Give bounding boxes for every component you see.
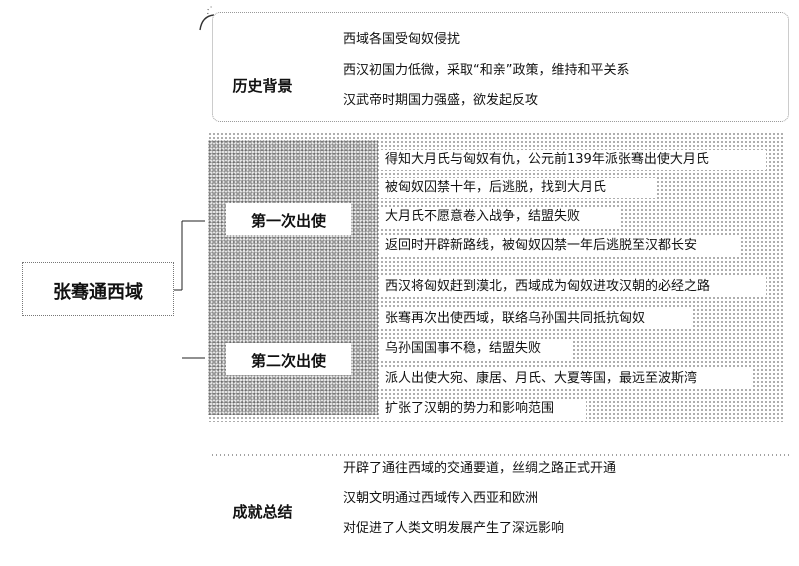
second-mission-item: 西汉将匈奴赶到漠北，西域成为匈奴进攻汉朝的必经之路: [385, 279, 711, 294]
root-label: 张骞通西域: [53, 282, 143, 303]
first-mission-item: 返回时开辟新路线，被匈奴囚禁一年后逃脱至汉都长安: [385, 238, 698, 253]
achievement-item: 汉朝文明通过西域传入西亚和欧洲: [343, 491, 539, 506]
text-highlight: [381, 150, 766, 170]
branch-label-box: [226, 343, 351, 375]
second-mission-item: 张骞再次出使西域，联络乌孙国共同抵抗匈奴: [385, 311, 646, 326]
first-mission-item: 得知大月氏与匈奴有仇，公元前139年派张骞出使大月氏: [385, 152, 709, 167]
text-highlight: [381, 339, 571, 359]
achievement-item: 开辟了通往西域的交通要道，丝绸之路正式开通: [343, 461, 617, 476]
background-item: 西域各国受匈奴侵扰: [343, 32, 461, 47]
text-highlight: [381, 236, 741, 256]
branch-label-background: 历史背景: [232, 77, 293, 95]
first-mission-item: 被匈奴囚禁十年，后逃脱，找到大月氏: [385, 180, 607, 195]
second-mission-item: 扩张了汉朝的势力和影响范围: [385, 401, 555, 416]
text-highlight: [381, 399, 586, 419]
text-highlight: [381, 309, 691, 329]
text-highlight: [381, 178, 656, 198]
background-item: 西汉初国力低微，采取“和亲”政策，维持和平关系: [343, 63, 630, 78]
branch-label-box: [226, 203, 351, 235]
text-highlight: [381, 277, 766, 297]
second-mission-item: 乌孙国国事不稳，结盟失败: [385, 341, 542, 356]
branch-label-first-mission: 第一次出使: [250, 212, 326, 230]
achievement-item: 对促进了人类文明发展产生了深远影响: [343, 521, 565, 536]
second-mission-item: 派人出使大宛、康居、月氏、大夏等国，最远至波斯湾: [385, 371, 698, 386]
text-highlight: [381, 207, 621, 227]
branch-background-box: [212, 12, 789, 122]
first-mission-item: 大月氏不愿意卷入战争，结盟失败: [385, 209, 581, 224]
root-node: 张骞通西域: [22, 262, 174, 316]
text-highlight: [381, 369, 751, 389]
branch-label-second-mission: 第二次出使: [250, 352, 326, 370]
background-item: 汉武帝时期国力强盛，欲发起反攻: [343, 93, 539, 108]
branch-label-achievements: 成就总结: [232, 503, 293, 521]
